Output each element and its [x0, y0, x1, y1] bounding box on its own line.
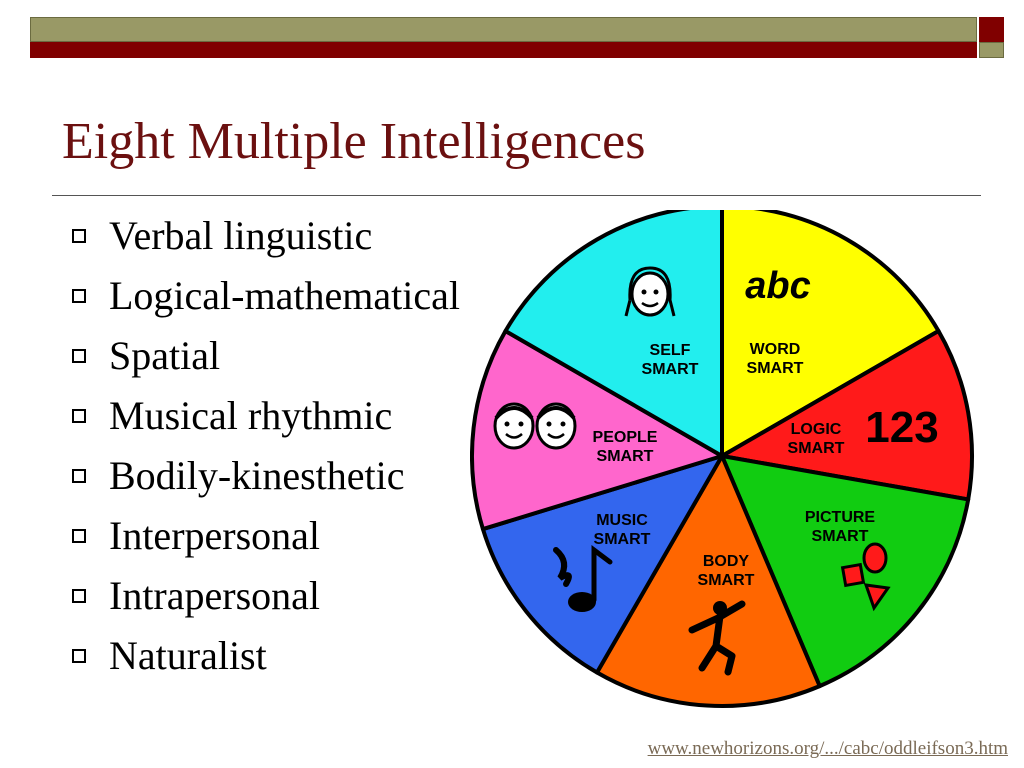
face-icon [624, 266, 676, 317]
wedge-logic [720, 329, 974, 502]
bullet-item: Spatial [72, 326, 460, 386]
bullet-text: Bodily-kinesthetic [109, 453, 405, 498]
label-music-line1: MUSIC [596, 512, 648, 529]
wedge-people [470, 329, 724, 532]
two-faces-icon [493, 402, 577, 450]
red-square-shape [840, 562, 866, 588]
source-link[interactable]: www.newhorizons.org/.../cabc/oddleifson3… [647, 738, 1008, 759]
square-bullet-icon [72, 289, 86, 303]
bullet-item: Interpersonal [72, 506, 460, 566]
square-bullet-icon [72, 469, 86, 483]
face-outline [630, 271, 670, 317]
bullet-item: Intrapersonal [72, 566, 460, 626]
face-outline-2 [535, 402, 577, 450]
top-decor-maroon-square [979, 17, 1004, 42]
label-picture-line1: PICTURE [805, 509, 876, 526]
bullet-item: Logical-mathematical [72, 266, 460, 326]
square-bullet-icon [72, 589, 86, 603]
label-word-line1: WORD [750, 341, 801, 358]
square-bullet-icon [72, 649, 86, 663]
label-music-line2: SMART [594, 531, 651, 548]
face-eye-right-1 [518, 421, 524, 427]
face-eye-right [653, 289, 659, 295]
face-smile [641, 301, 659, 308]
bullet-item: Bodily-kinesthetic [72, 446, 460, 506]
bullet-text: Naturalist [109, 633, 267, 678]
face-hair-2 [536, 406, 576, 420]
bullet-item: Naturalist [72, 626, 460, 686]
bullet-text: Logical-mathematical [109, 273, 460, 318]
dancer-icon [688, 600, 746, 676]
bullet-item: Verbal linguistic [72, 206, 460, 266]
numbers-123-text: 123 [865, 403, 938, 452]
face-eye-right-2 [560, 421, 566, 427]
bullet-text: Verbal linguistic [109, 213, 373, 258]
abc-letters-text: abc [745, 265, 810, 307]
red-oval-shape [862, 542, 888, 574]
intelligences-wheel-graphic: WORD SMART LOGIC SMART PICTURE SMART BODY SMART… [470, 204, 974, 708]
face-smile-1 [505, 433, 523, 439]
bullet-text: Intrapersonal [109, 573, 321, 618]
square-bullet-icon [72, 229, 86, 243]
bullet-text: Musical rhythmic [109, 393, 393, 438]
music-note-stem-1 [591, 545, 613, 603]
top-decor-maroon-bar [30, 42, 977, 58]
face-hair-1 [494, 406, 534, 420]
face-outline-1 [493, 402, 535, 450]
label-logic-line1: LOGIC [791, 421, 842, 438]
label-self-line2: SMART [642, 361, 699, 378]
top-decor-olive-square [979, 42, 1004, 58]
numbers-123-icon: 123 [865, 403, 938, 452]
music-note-rest [553, 547, 572, 587]
intelligences-wheel: WORD SMART LOGIC SMART PICTURE SMART BODY SMART… [470, 204, 982, 722]
music-notes-icon [553, 545, 613, 612]
label-picture-line2: SMART [812, 528, 869, 545]
face-smile-2 [547, 433, 565, 439]
wedge-body [595, 454, 822, 708]
wedge-music [480, 454, 724, 675]
slide-title: Eight Multiple Intelligences [62, 113, 646, 170]
label-people-line2: SMART [597, 448, 654, 465]
face-eye-left-2 [546, 421, 552, 427]
title-divider [52, 195, 981, 196]
label-body-line2: SMART [698, 572, 755, 589]
label-self-line1: SELF [650, 342, 691, 359]
face-eye-left [641, 289, 647, 295]
red-triangle-shape [863, 583, 891, 612]
label-body-line1: BODY [703, 553, 750, 570]
square-bullet-icon [72, 349, 86, 363]
dancer-body [688, 600, 746, 676]
bullet-list: Verbal linguistic Logical-mathematical S… [72, 206, 460, 686]
top-decor-olive-bar [30, 17, 977, 42]
face-hair [624, 266, 676, 317]
music-note-head-1 [568, 592, 596, 612]
square-bullet-icon [72, 409, 86, 423]
bullet-item: Musical rhythmic [72, 386, 460, 446]
label-word-line2: SMART [747, 360, 804, 377]
face-eye-left-1 [504, 421, 510, 427]
bullet-text: Spatial [109, 333, 221, 378]
abc-letters-icon: abc [745, 265, 810, 307]
label-people-line1: PEOPLE [593, 429, 658, 446]
square-bullet-icon [72, 529, 86, 543]
bullet-text: Interpersonal [109, 513, 321, 558]
shapes-icon [840, 542, 891, 612]
label-logic-line2: SMART [788, 440, 845, 457]
